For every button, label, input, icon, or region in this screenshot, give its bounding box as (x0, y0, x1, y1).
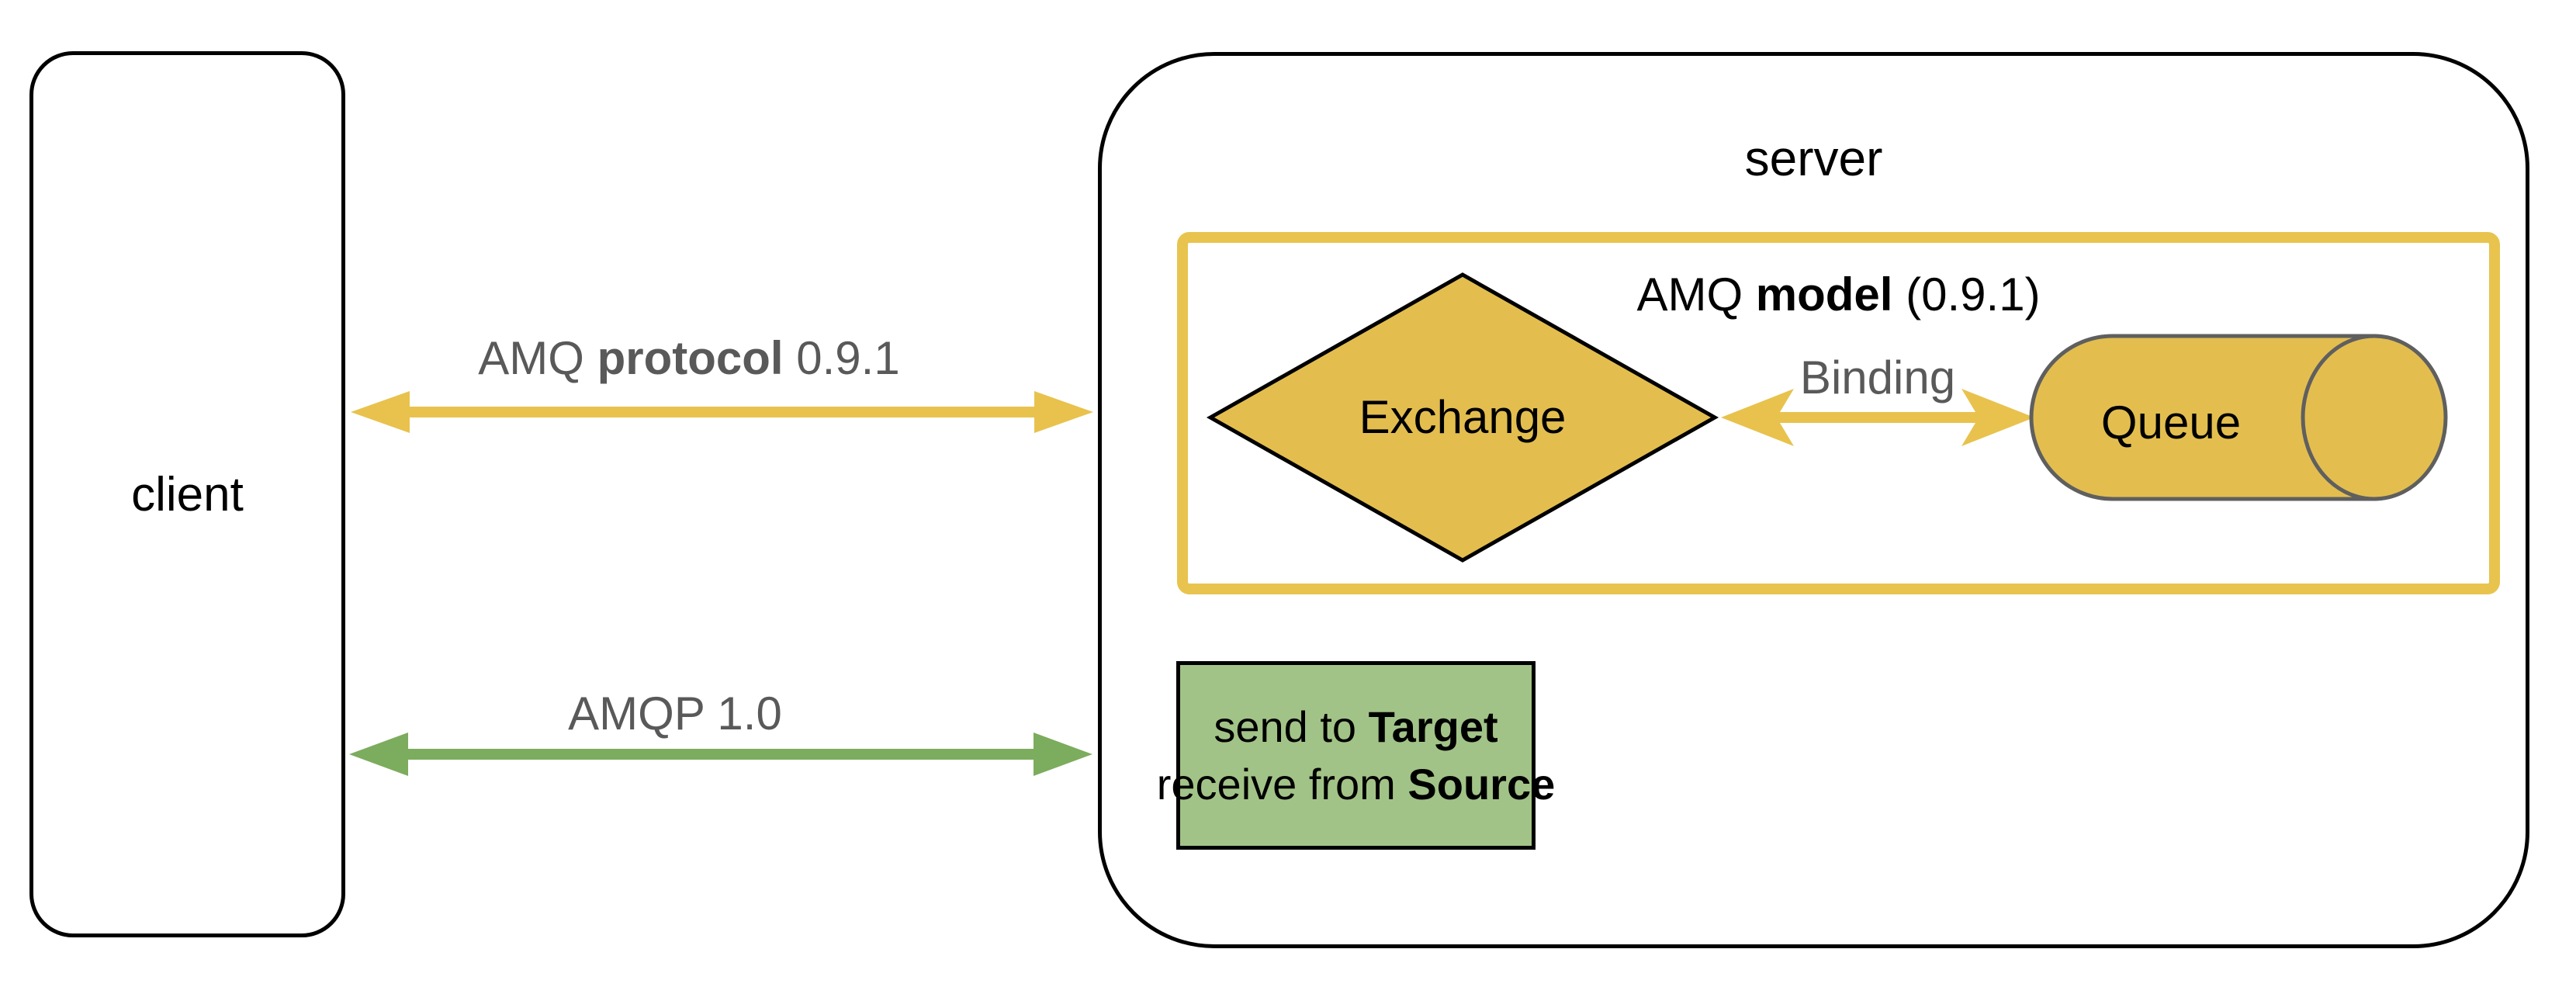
exchange-label: Exchange (1359, 391, 1567, 443)
target-source-box: send to Target receive from Source (1157, 661, 1555, 850)
client-box: client (29, 51, 345, 937)
binding-label: Binding (1799, 352, 1956, 404)
target-source-line2: receive from Source (1156, 759, 1556, 809)
server-label: server (1744, 130, 1883, 186)
amqp10-label: AMQP 1.0 (568, 688, 782, 739)
client-label: client (131, 467, 244, 521)
amq-model-box (1177, 232, 2500, 594)
queue-label: Queue (2100, 397, 2242, 449)
amq-model-title: AMQ model (0.9.1) (1636, 268, 2041, 320)
target-source-line1: send to Target (1214, 701, 1498, 751)
amq-protocol-label: AMQ protocol 0.9.1 (478, 332, 900, 384)
amq-protocol-arrow (351, 391, 1093, 433)
